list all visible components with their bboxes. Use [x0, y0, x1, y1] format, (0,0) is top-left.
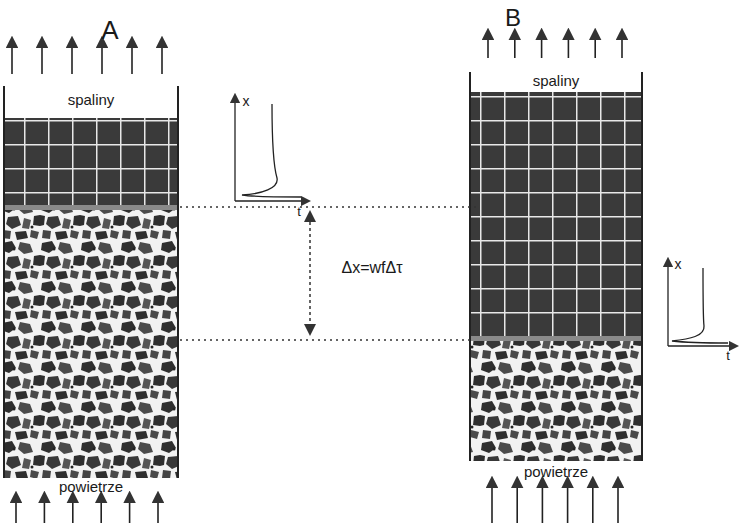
column-a: [4, 86, 178, 478]
profile-plot-b: [668, 262, 734, 346]
flow-arrow: [621, 34, 623, 58]
flow-arrow: [100, 497, 102, 523]
guide-lines: [180, 207, 480, 340]
column-b: [470, 72, 642, 461]
flow-arrow: [567, 482, 569, 523]
flow-label: spaliny: [68, 92, 115, 107]
flow-arrow: [11, 42, 13, 74]
dimension-label: Δx=wfΔτ: [339, 259, 404, 277]
flow-label: spaliny: [533, 73, 580, 88]
flow-arrow: [568, 34, 570, 58]
flow-arrow: [487, 34, 489, 58]
flow-arrow: [157, 497, 159, 523]
flow-arrow: [516, 482, 518, 523]
flow-arrows: [12, 34, 622, 523]
flow-arrow: [44, 497, 46, 523]
flow-arrow: [594, 34, 596, 58]
axis-label: x: [243, 94, 250, 108]
flow-arrow: [592, 482, 594, 523]
flow-arrow: [101, 42, 103, 74]
flow-arrow: [129, 497, 131, 523]
flow-arrow: [131, 42, 133, 74]
axis-label: t: [297, 205, 301, 218]
flow-arrow: [617, 482, 619, 523]
flow-arrow: [491, 482, 493, 523]
flow-arrow: [15, 497, 17, 523]
axis-label: t: [726, 349, 730, 362]
flow-arrow: [71, 42, 73, 74]
column-letter: B: [505, 6, 521, 30]
flow-label: powietrze: [524, 464, 588, 479]
flow-arrow: [514, 34, 516, 58]
flow-arrow: [161, 42, 163, 74]
flow-arrow: [542, 482, 544, 523]
flow-arrow: [72, 497, 74, 523]
flow-label: powietrze: [59, 479, 123, 494]
flow-arrow: [541, 34, 543, 58]
flow-arrow: [41, 42, 43, 74]
delta-arrow: [309, 216, 311, 330]
axis-label: x: [675, 257, 682, 271]
profile-plot-a: [235, 98, 306, 201]
column-letter: A: [101, 17, 118, 43]
